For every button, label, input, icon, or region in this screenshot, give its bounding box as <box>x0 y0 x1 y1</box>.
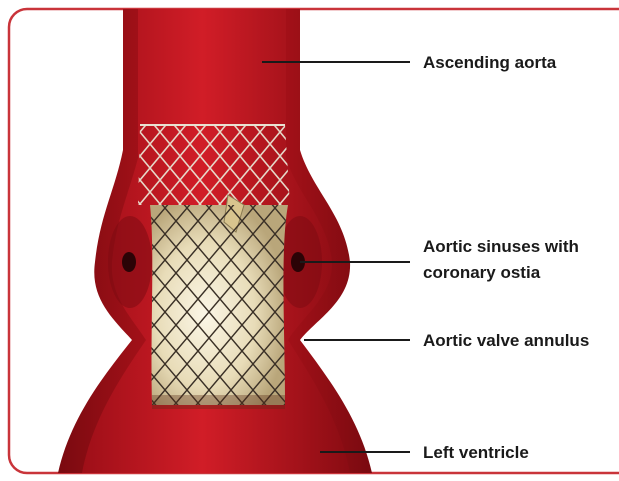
label-aortic-sinuses-line2: coronary ostia <box>423 263 541 282</box>
label-aortic-sinuses-line1: Aortic sinuses with <box>423 237 579 256</box>
stent-lower-mesh <box>150 205 288 405</box>
label-left-ventricle: Left ventricle <box>423 443 529 462</box>
label-aortic-valve-annulus: Aortic valve annulus <box>423 331 589 350</box>
stent-upper-crown <box>138 125 290 205</box>
label-ascending-aorta: Ascending aorta <box>423 53 557 72</box>
left-coronary-ostium <box>122 252 136 272</box>
